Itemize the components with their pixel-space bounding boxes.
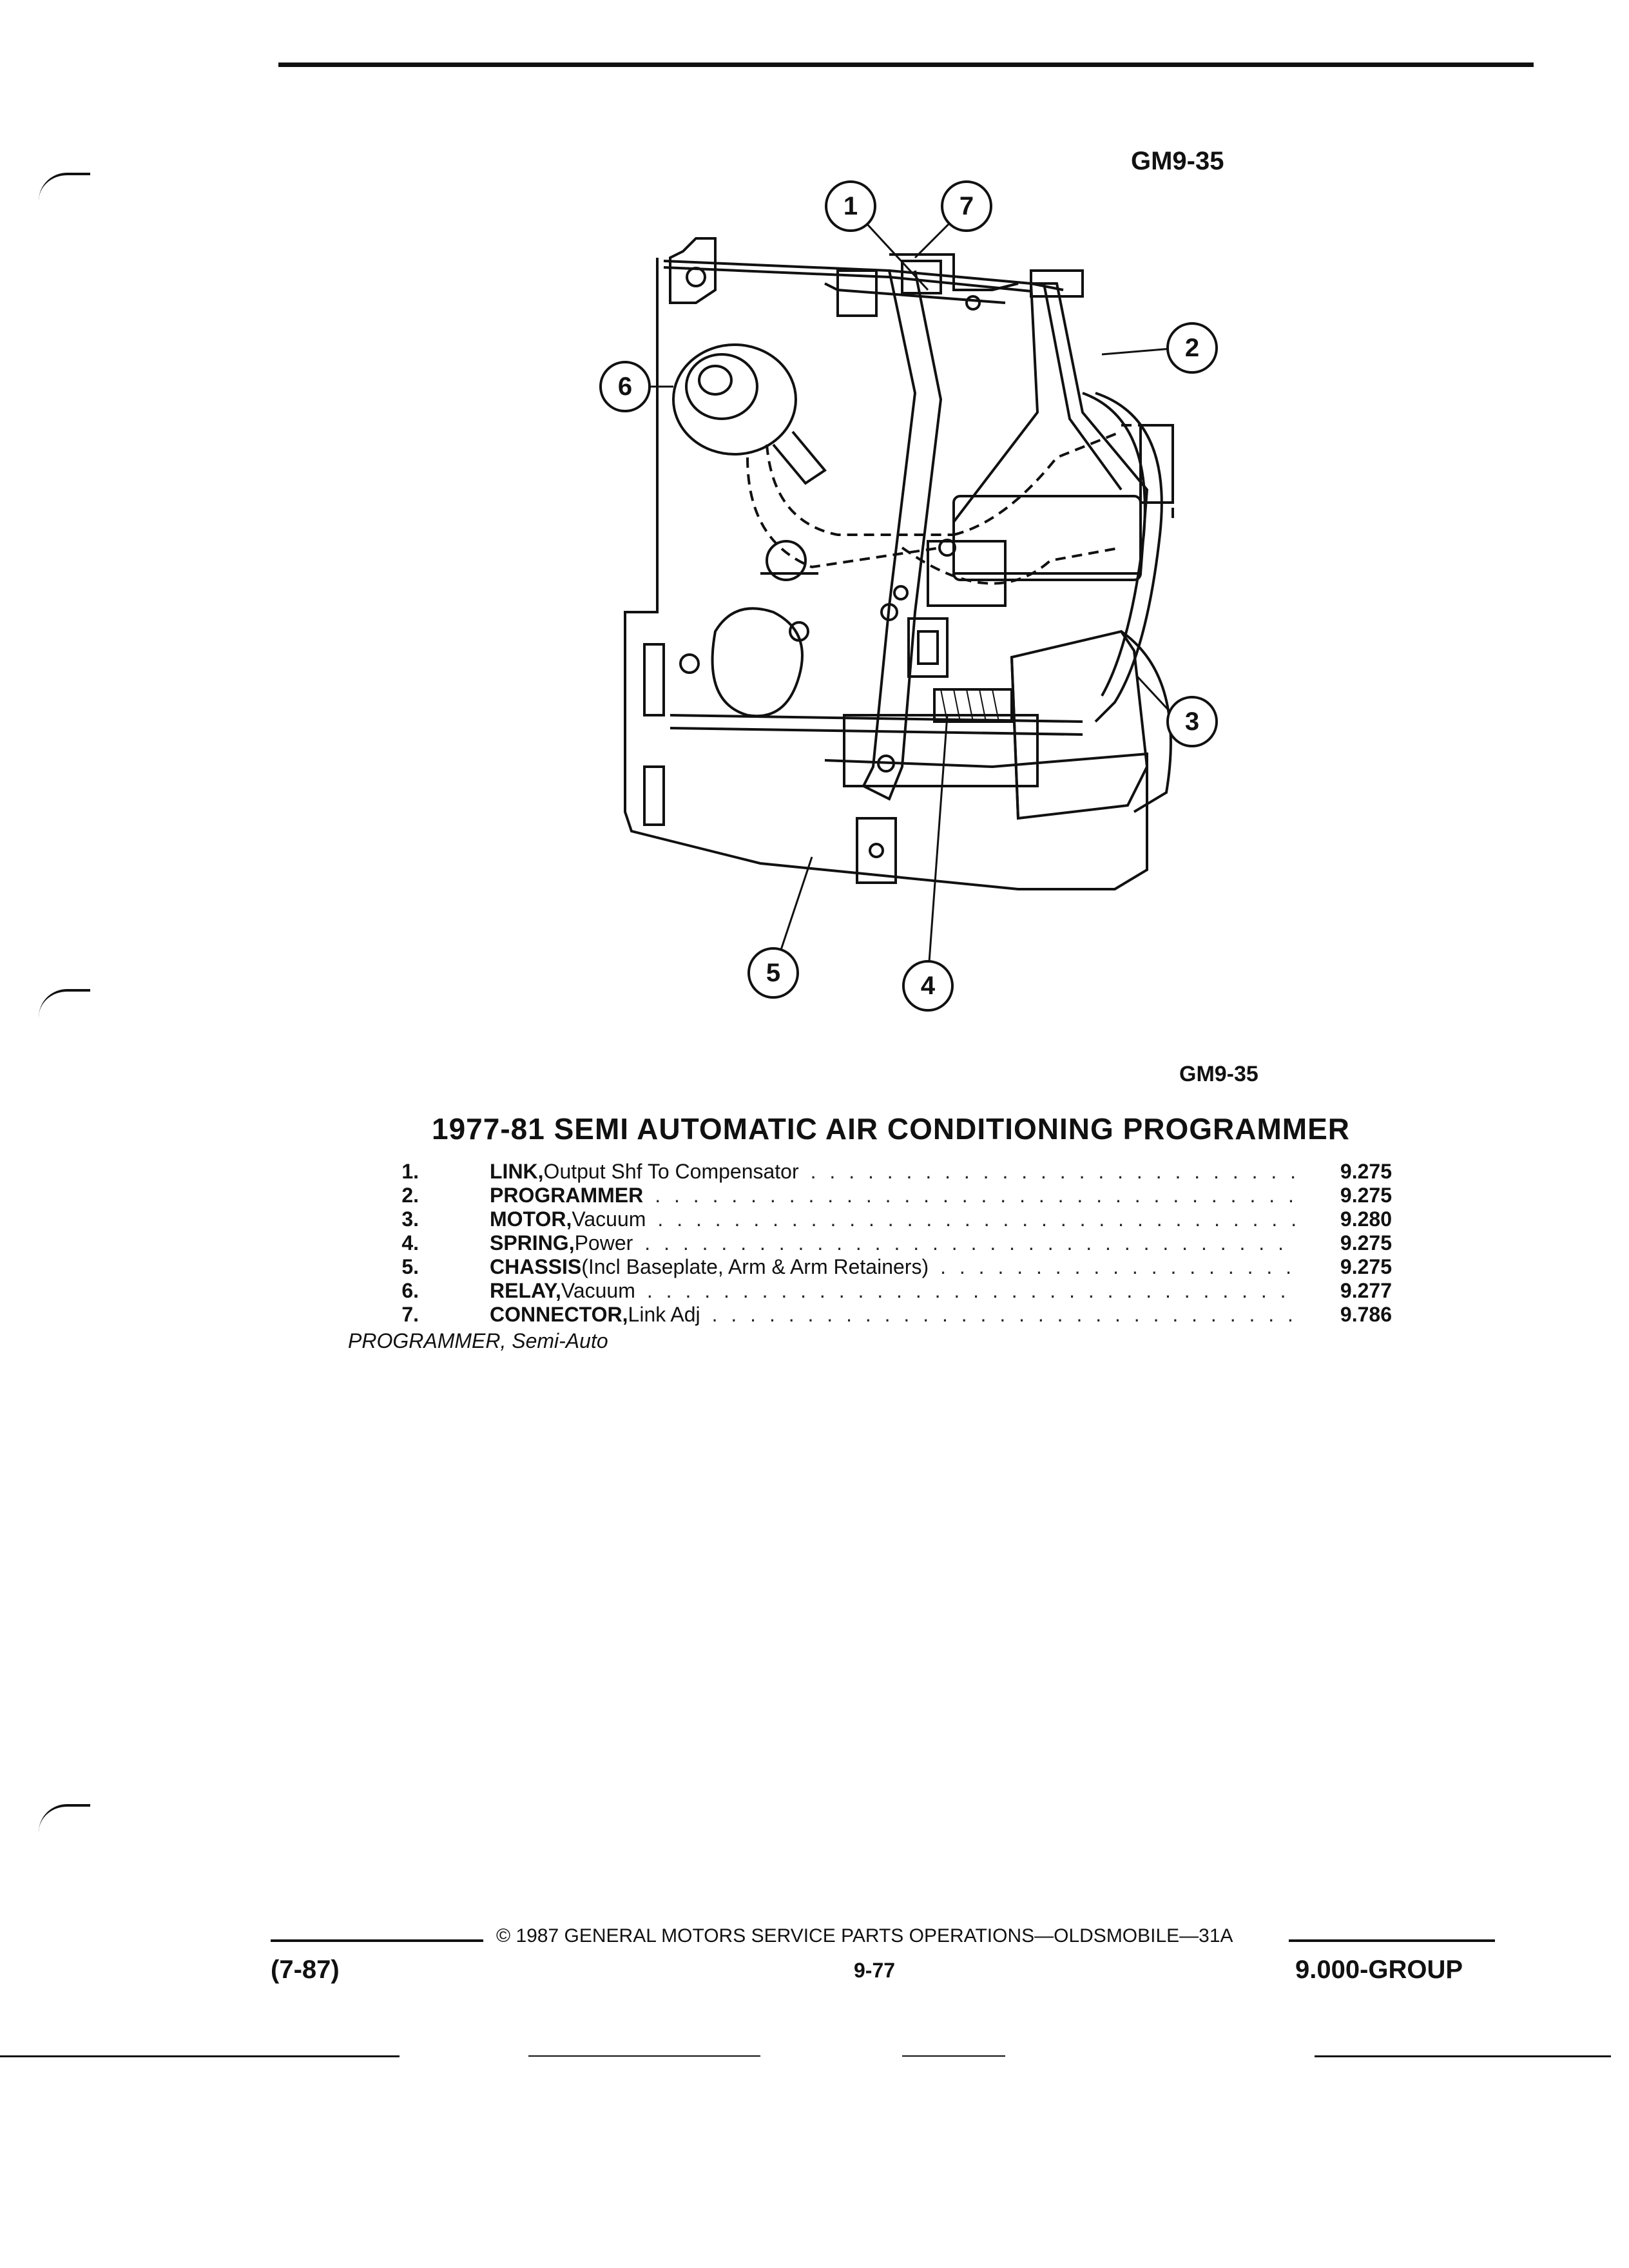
callout-2 [1166, 322, 1218, 374]
footer-copyright: © 1987 GENERAL MOTORS SERVICE PARTS OPER… [496, 1925, 1233, 1946]
group-number: 9.275 [1340, 1255, 1392, 1278]
callout-3 [1166, 696, 1218, 747]
page-title: 1977-81 SEMI AUTOMATIC AIR CONDITIONING … [432, 1112, 1351, 1146]
callout-num-4: 4 [920, 972, 936, 1000]
part-description: (Incl Baseplate, Arm & Arm Retainers) [581, 1255, 929, 1278]
part-number: 6. [401, 1279, 419, 1302]
parts-row: 7. CONNECTOR, Link Adj 9.786 [348, 1303, 1392, 1327]
leader-dots [647, 1279, 1295, 1303]
callout-1 [825, 180, 876, 232]
part-number: 3. [401, 1207, 419, 1231]
group-number: 9.275 [1340, 1231, 1392, 1254]
programmer-illustration [624, 205, 1181, 980]
figure-code-top: GM9-35 [1131, 147, 1224, 175]
leader-dots [655, 1184, 1295, 1207]
group-number: 9.275 [1340, 1160, 1392, 1183]
callout-num-7: 7 [959, 192, 974, 220]
part-name: PROGRAMMER [490, 1184, 644, 1207]
chassis-plate [624, 258, 1148, 890]
parts-row: 2. PROGRAMMER 9.275 [348, 1184, 1392, 1207]
top-rule [278, 62, 1534, 67]
bottom-line-4 [1315, 2055, 1611, 2057]
footer-date: (7-87) [271, 1956, 340, 1984]
group-number: 9.275 [1340, 1184, 1392, 1207]
part-number: 1. [401, 1160, 419, 1183]
part-name: LINK, [490, 1160, 544, 1183]
part-description: Link Adj [628, 1303, 700, 1326]
part-description: Vacuum [561, 1279, 635, 1302]
callout-layer [599, 180, 1218, 1012]
footer-page: 9-77 [854, 1959, 896, 1982]
vacuum-hose [1094, 392, 1163, 723]
callout-num-2: 2 [1184, 334, 1200, 362]
leader-dots [712, 1303, 1295, 1327]
parts-list: 1.LINK, Output Shf To Compensator9.2752.… [348, 1160, 1392, 1327]
callout-num-6: 6 [617, 372, 633, 401]
footer-group: 9.000-GROUP [1295, 1956, 1463, 1984]
part-description: Output Shf To Compensator [543, 1160, 799, 1183]
part-number: 4. [401, 1231, 419, 1254]
figure-code-bottom: GM9-35 [1179, 1062, 1258, 1086]
margin-mark-1 [39, 173, 90, 201]
part-number: 2. [401, 1184, 419, 1207]
leader-dots [657, 1207, 1295, 1231]
parts-row: 3. MOTOR, Vacuum 9.280 [348, 1207, 1392, 1231]
part-name: RELAY, [490, 1279, 561, 1302]
part-name: MOTOR, [490, 1207, 572, 1231]
group-number: 9.277 [1340, 1279, 1392, 1302]
part-number: 7. [401, 1303, 419, 1326]
parts-row: 6. RELAY, Vacuum 9.277 [348, 1279, 1392, 1303]
output-link [862, 270, 943, 801]
part-name: CONNECTOR, [490, 1303, 628, 1326]
bottom-line-3 [902, 2055, 1005, 2057]
callout-num-1: 1 [843, 192, 858, 220]
parts-row: 4. SPRING, Power 9.275 [348, 1231, 1392, 1255]
sub-note: PROGRAMMER, Semi-Auto [348, 1329, 608, 1352]
leader-dots [940, 1255, 1295, 1279]
parts-row: 5. CHASSIS (Incl Baseplate, Arm & Arm Ret… [348, 1255, 1392, 1279]
part-name: SPRING, [490, 1231, 575, 1254]
callout-6 [599, 361, 651, 412]
callout-5 [747, 947, 799, 999]
vacuum-relay [672, 343, 797, 456]
bottom-line-1 [0, 2055, 400, 2057]
footer-rule-left [271, 1939, 483, 1942]
margin-mark-2 [39, 989, 90, 1017]
leader-dots [811, 1160, 1295, 1184]
parts-row: 1. LINK, Output Shf To Compensator 9.275 [348, 1160, 1392, 1184]
margin-mark-3 [39, 1804, 90, 1832]
bottom-line-2 [528, 2055, 760, 2057]
part-description: Power [574, 1231, 633, 1254]
callout-num-5: 5 [766, 959, 781, 987]
part-number: 5. [401, 1255, 419, 1278]
part-description: Vacuum [572, 1207, 646, 1231]
leader-dots [644, 1231, 1295, 1255]
callout-num-3: 3 [1184, 707, 1200, 736]
group-number: 9.280 [1340, 1207, 1392, 1231]
callout-4 [902, 960, 954, 1012]
part-name: CHASSIS [490, 1255, 582, 1278]
callout-7 [941, 180, 992, 232]
group-number: 9.786 [1340, 1303, 1392, 1326]
footer-rule-right [1289, 1939, 1495, 1942]
